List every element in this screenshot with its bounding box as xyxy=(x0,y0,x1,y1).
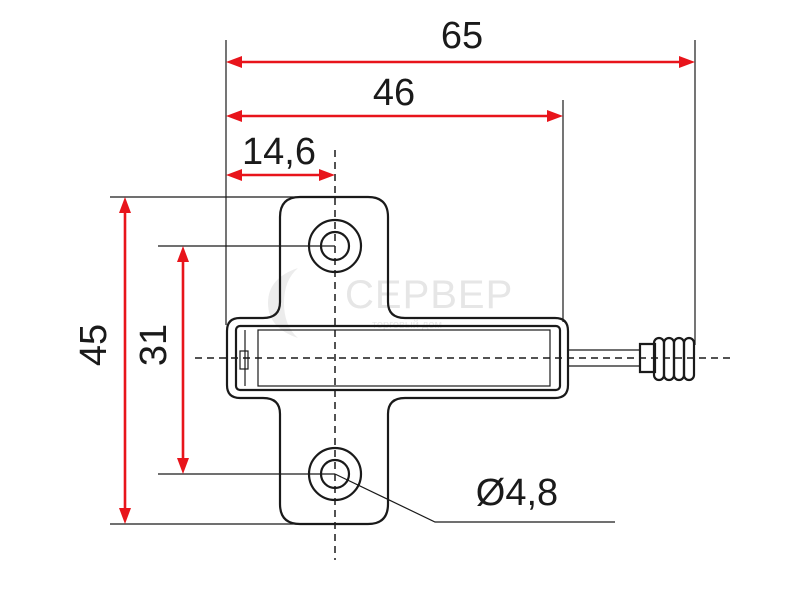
label-body-length: 46 xyxy=(373,72,415,114)
damper-body xyxy=(234,324,562,392)
label-overall-height: 45 xyxy=(73,324,115,366)
bracket-plate xyxy=(225,195,570,526)
label-overall-length: 65 xyxy=(441,15,483,57)
dimension-overall-length xyxy=(226,56,695,68)
watermark-brand: СЕРВЕР xyxy=(345,273,513,317)
dimension-overall-height xyxy=(119,197,131,524)
label-hole-offset: 14,6 xyxy=(242,131,316,173)
center-lines xyxy=(195,150,730,560)
label-hole-diameter: Ø4,8 xyxy=(476,472,558,514)
watermark-logo xyxy=(268,268,298,338)
dimension-hole-spacing xyxy=(177,246,189,474)
mounting-hole-top xyxy=(307,218,363,274)
label-hole-spacing: 31 xyxy=(133,324,175,366)
rubber-buffer xyxy=(652,336,696,382)
dimension-body-length xyxy=(226,110,563,122)
dimension-hole-offset xyxy=(226,169,335,181)
mounting-hole-bottom xyxy=(307,446,363,502)
watermark: СЕРВЕР торговый дом xyxy=(268,268,513,338)
diameter-leader xyxy=(334,473,615,523)
